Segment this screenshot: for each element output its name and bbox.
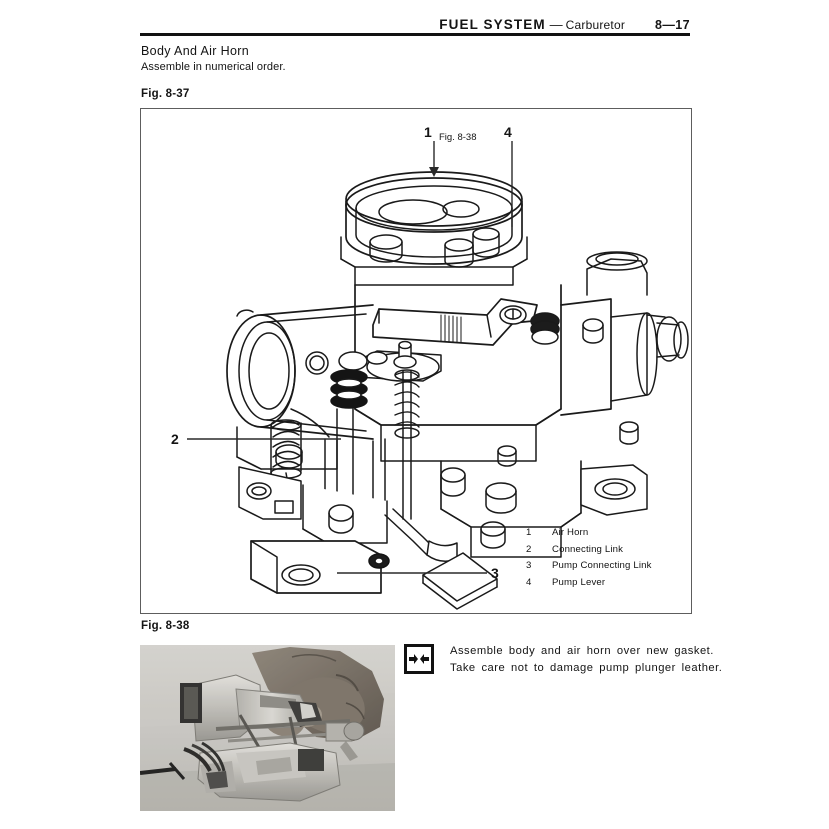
legend-label: Pump Connecting Link: [552, 560, 652, 571]
legend-item: 1 Air Horn: [526, 527, 686, 544]
figure-8-38-caption: Fig. 8-38: [141, 620, 190, 632]
callout-number-2: 2: [171, 431, 179, 447]
callout-number-3: 3: [491, 565, 499, 581]
legend-number: 2: [526, 543, 532, 555]
header-line: FUEL SYSTEM—Carburetor 8—17: [140, 16, 690, 34]
assembly-note-line-2: Take care not to damage pump plunger lea…: [450, 661, 723, 674]
arrows-inward-glyph: [409, 654, 429, 664]
header-rule: [140, 33, 690, 36]
callout-number-4: 4: [504, 124, 512, 140]
legend-label: Connecting Link: [552, 543, 624, 555]
header-section-title: FUEL SYSTEM: [439, 17, 546, 32]
legend-label: Air Horn: [552, 527, 589, 538]
header-dash: —: [549, 17, 563, 32]
figure-8-37-frame: 1 Fig. 8-38 4 2 3 1 Air Horn 2 Connectin…: [140, 108, 692, 614]
assembly-note-text: Assemble body and air horn over new gask…: [450, 643, 722, 676]
page-title: Body And Air Horn: [141, 44, 250, 58]
legend-number: 4: [526, 576, 532, 588]
page-number: 8—17: [655, 18, 690, 32]
figure-8-37-caption: Fig. 8-37: [141, 88, 190, 100]
legend-item: 2 Connecting Link: [526, 544, 686, 561]
figure-8-38-photo: [140, 645, 395, 811]
callout-note-fig-8-38: Fig. 8-38: [439, 132, 477, 143]
legend-number: 3: [526, 560, 532, 571]
legend-label: Pump Lever: [552, 576, 606, 588]
legend-item: 4 Pump Lever: [526, 577, 686, 594]
section-instruction: Assemble in numerical order.: [141, 61, 286, 73]
legend-item: 3 Pump Connecting Link: [526, 560, 686, 577]
arrows-inward-icon: [404, 644, 434, 674]
parts-legend: 1 Air Horn 2 Connecting Link 3 Pump Conn…: [526, 527, 686, 593]
assembly-note: Assemble body and air horn over new gask…: [404, 643, 722, 676]
carburetor-assembly-photograph: [140, 645, 395, 811]
carburetor-exploded-diagram: 1 Fig. 8-38 4 2 3: [171, 124, 689, 610]
assembly-note-line-1: Assemble body and air horn over new gask…: [450, 645, 714, 657]
legend-number: 1: [526, 527, 532, 538]
callout-number-1: 1: [424, 124, 432, 140]
page-running-header: FUEL SYSTEM—Carburetor 8—17: [140, 8, 690, 34]
header-subject: Carburetor: [565, 18, 626, 32]
